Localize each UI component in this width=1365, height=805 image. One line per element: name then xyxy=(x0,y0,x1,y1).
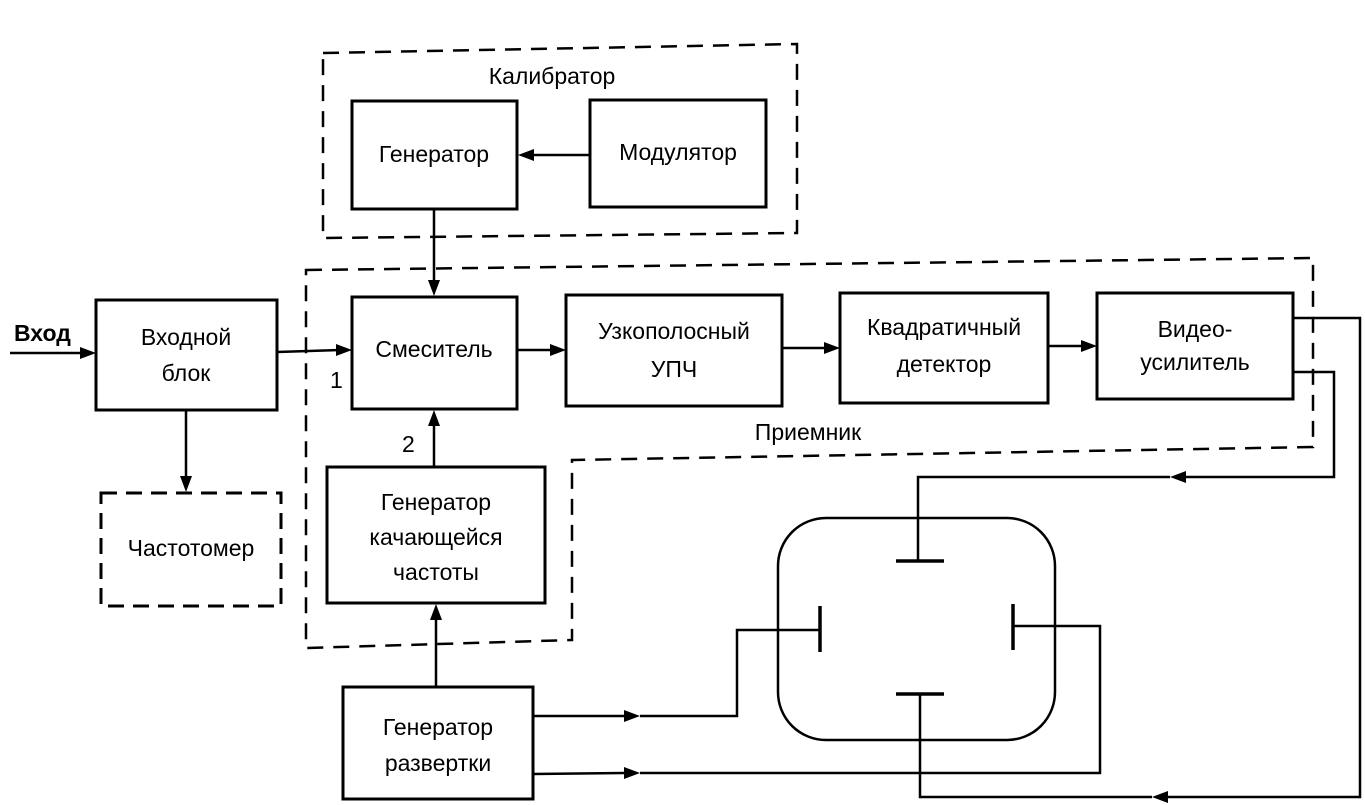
if-to-detector-arrow xyxy=(824,342,840,354)
video-to-plate-line-b xyxy=(916,475,1170,561)
input-block-to-frequency-meter-arrow xyxy=(180,476,192,492)
input-block-to-mixer-arrow xyxy=(336,344,352,356)
mixer-label: Смеситель xyxy=(375,336,492,362)
input-block-label-line1: Входной xyxy=(141,324,231,350)
video-to-bottom-plate-line-b xyxy=(918,694,1152,799)
generator-block: Генератор xyxy=(350,99,519,211)
sweep-oscillator-label-line3: частоты xyxy=(393,559,479,585)
detector-block: Квадратичный детектор xyxy=(838,291,1050,405)
frequency-meter-label: Частотомер xyxy=(128,535,255,561)
detector-label-line1: Квадратичный xyxy=(867,314,1021,340)
scan-generator-block: Генератор развертки xyxy=(341,685,535,801)
sweep-oscillator-label-line2: качающейся xyxy=(369,524,502,550)
input-arrow xyxy=(80,347,96,359)
scan-generator-label-line2: развертки xyxy=(385,750,491,776)
mixer-port-1: 1 xyxy=(330,367,343,393)
calibrator-frame xyxy=(321,42,799,240)
sweep-oscillator-label-line1: Генератор xyxy=(381,489,491,515)
scan-to-sweep-arrow xyxy=(430,604,442,620)
scan-to-left-plate-line-b xyxy=(640,628,820,718)
video-amplifier-label-line1: Видео- xyxy=(1158,316,1233,342)
scan-to-right-plate-line-b xyxy=(640,624,1102,775)
if-amplifier-label-line2: УПЧ xyxy=(651,356,697,382)
receiver-frame xyxy=(304,256,1315,650)
modulator-label: Модулятор xyxy=(619,139,737,165)
video-to-plate-line-a xyxy=(1186,370,1336,479)
generator-to-mixer-arrow xyxy=(428,280,440,296)
frequency-meter-block: Частотомер xyxy=(99,491,283,608)
mixer-to-if-arrow xyxy=(550,344,566,356)
sweep-to-mixer-arrow xyxy=(428,410,440,426)
scan-generator-label-line1: Генератор xyxy=(383,714,493,740)
scan-to-right-plate-line-a xyxy=(532,771,625,776)
video-amplifier-block: Видео- усилитель xyxy=(1095,291,1295,401)
video-to-bottom-plate-line-a xyxy=(1168,316,1362,799)
detector-label-line2: детектор xyxy=(897,351,992,377)
mixer-port-2: 2 xyxy=(402,431,415,457)
calibrator-title: Калибратор xyxy=(489,63,616,89)
video-amplifier-label-line2: усилитель xyxy=(1140,349,1250,375)
generator-label: Генератор xyxy=(379,141,489,167)
detector-to-video-arrow xyxy=(1081,340,1097,352)
input-label: Вход xyxy=(14,320,71,346)
input-block: Входной блок xyxy=(94,298,279,412)
modulator-block: Модулятор xyxy=(588,98,768,209)
modulator-to-generator-arrow xyxy=(518,149,534,161)
receiver-title: Приемник xyxy=(755,419,862,445)
if-amplifier-block: Узкополосный УПЧ xyxy=(564,293,784,408)
scan-to-left-plate-arrow xyxy=(624,710,640,722)
input-block-label-line2: блок xyxy=(162,360,212,386)
video-to-bottom-plate-arrow xyxy=(1152,791,1168,803)
sweep-oscillator-block: Генератор качающейся частоты xyxy=(325,465,547,605)
scan-to-right-plate-arrow xyxy=(624,767,640,779)
input-block-to-mixer-line xyxy=(276,348,341,354)
video-to-plate-arrow xyxy=(1170,471,1186,483)
mixer-block: Смеситель xyxy=(350,295,519,411)
if-amplifier-label-line1: Узкополосный xyxy=(598,318,750,344)
